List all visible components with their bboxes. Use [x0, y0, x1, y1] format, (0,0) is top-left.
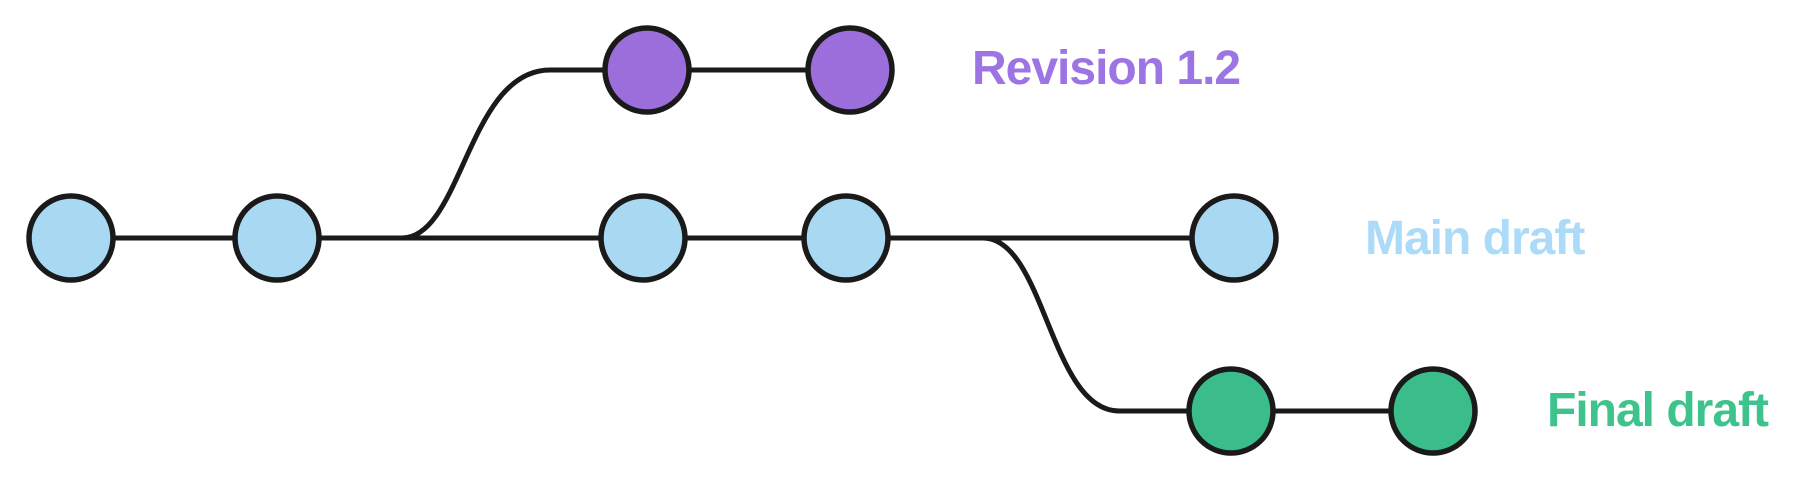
final-branch-line	[980, 235, 1436, 414]
commit-node-main-3	[598, 193, 688, 283]
label-final: Final draft	[1547, 384, 1769, 437]
revision-branch-line	[399, 67, 853, 241]
label-revision: Revision 1.2	[972, 42, 1240, 95]
commit-node-main-5	[1189, 193, 1279, 283]
label-main: Main draft	[1365, 212, 1585, 265]
commit-node-revision-2	[805, 25, 895, 115]
commit-node-final-2	[1388, 366, 1478, 456]
commit-node-final-1	[1186, 366, 1276, 456]
commit-node-revision-1	[602, 25, 692, 115]
commit-node-main-4	[801, 193, 891, 283]
commit-node-main-1	[26, 193, 116, 283]
commit-node-main-2	[232, 193, 322, 283]
